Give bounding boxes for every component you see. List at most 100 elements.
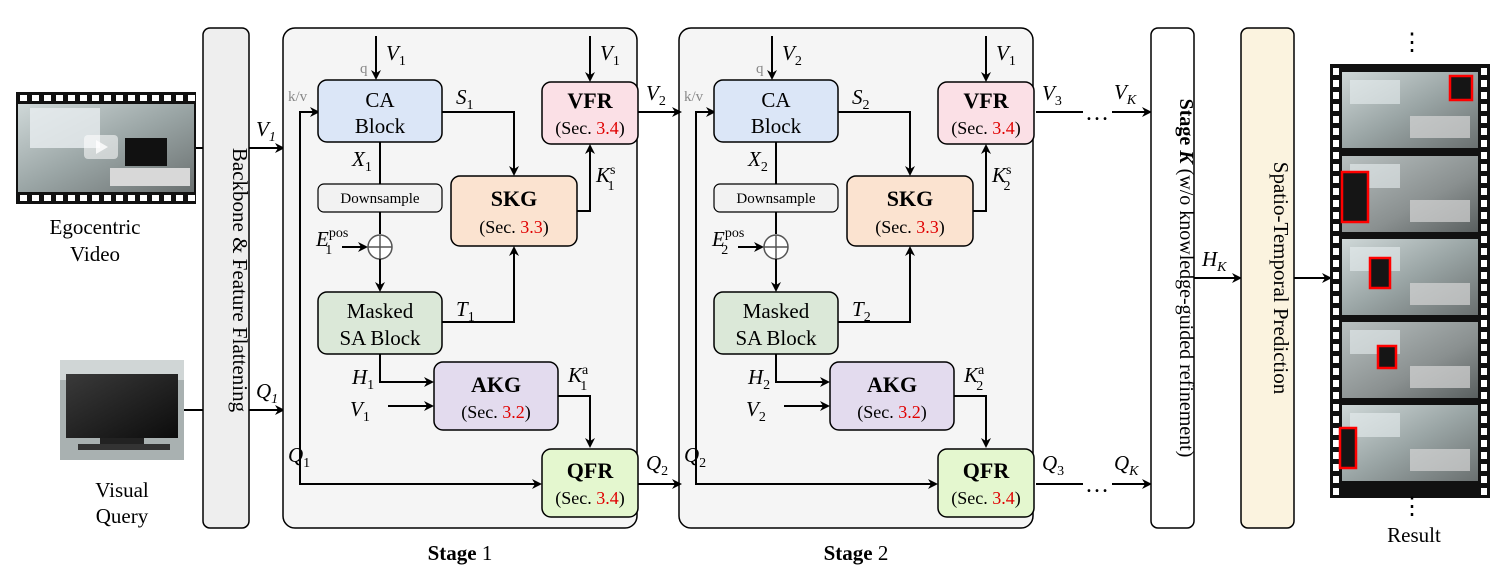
qfr-ref: (Sec. 3.4) — [555, 488, 624, 509]
film-hole — [1333, 224, 1339, 231]
film-hole — [32, 95, 39, 101]
film-hole — [1333, 212, 1339, 219]
detection-box — [1368, 256, 1392, 290]
film-hole — [80, 95, 87, 101]
film-hole — [1333, 140, 1339, 147]
film-hole — [1481, 296, 1487, 303]
t-label: T2 — [852, 297, 871, 325]
visual-query-image — [60, 360, 184, 460]
film-hole — [1333, 308, 1339, 315]
film-hole — [1333, 116, 1339, 123]
film-hole — [1481, 140, 1487, 147]
film-hole — [1333, 152, 1339, 159]
vfr-block — [937, 81, 1035, 145]
film-hole — [1481, 272, 1487, 279]
film-hole — [128, 95, 135, 101]
backbone-label: Backbone & Feature Flattening — [228, 148, 252, 413]
video-label-line2: Video — [70, 242, 120, 266]
film-hole — [1481, 320, 1487, 327]
film-hole — [1481, 344, 1487, 351]
film-hole — [1333, 488, 1339, 495]
film-hole — [1481, 236, 1487, 243]
film-hole — [176, 95, 183, 101]
sa-line2: SA Block — [735, 326, 817, 350]
detection-box — [1338, 426, 1358, 470]
sa-line1: Masked — [347, 299, 414, 323]
bridge-vk-label: VK — [1114, 80, 1137, 108]
detection-box — [1448, 74, 1474, 102]
film-hole — [1481, 308, 1487, 315]
film-hole — [1333, 68, 1339, 75]
qfr-ref: (Sec. 3.4) — [951, 488, 1020, 509]
skg-ref: (Sec. 3.3) — [479, 217, 548, 238]
film-hole — [1481, 152, 1487, 159]
ca-line2: Block — [355, 114, 406, 138]
backbone-block — [202, 27, 250, 529]
film-hole — [1333, 428, 1339, 435]
stage-k-label: Stage K (w/o knowledge-guided refinement… — [1175, 99, 1197, 458]
film-hole — [1481, 368, 1487, 375]
film-hole — [1333, 260, 1339, 267]
film-hole — [1333, 320, 1339, 327]
skg-title: SKG — [491, 186, 537, 211]
ellipsis-q: … — [1085, 472, 1109, 498]
film-hole — [1481, 440, 1487, 447]
stage-title: Stage 2 — [824, 541, 889, 565]
result-label: Result — [1387, 523, 1441, 547]
v-vfr-top: V1 — [600, 41, 620, 69]
filmstrip-holes-top — [20, 95, 195, 201]
film-hole — [1481, 200, 1487, 207]
film-hole — [1481, 104, 1487, 111]
film-hole — [1481, 212, 1487, 219]
v-akg-label: V1 — [350, 397, 370, 425]
film-hole — [1481, 188, 1487, 195]
film-hole — [1333, 416, 1339, 423]
film-hole — [1481, 176, 1487, 183]
q-in-label: Q1 — [288, 443, 310, 471]
svg-text:V1: V1 — [256, 117, 276, 145]
t-label: T1 — [456, 297, 475, 325]
vfr-ref: (Sec. 3.4) — [951, 118, 1020, 139]
result-vdots-bottom: ⋮ — [1400, 494, 1424, 520]
stage2-v-out: V3 — [1042, 81, 1062, 109]
film-hole — [140, 195, 147, 201]
h-label: H2 — [747, 365, 770, 393]
film-hole — [104, 195, 111, 201]
film-hole — [68, 95, 75, 101]
film-hole — [1333, 176, 1339, 183]
q-label: q — [756, 61, 764, 77]
stage1-v-out: V2 — [646, 81, 666, 109]
svg-text:HK: HK — [1201, 247, 1227, 275]
s-label: S2 — [852, 85, 870, 113]
film-hole — [1481, 128, 1487, 135]
film-hole — [140, 95, 147, 101]
film-hole — [1481, 380, 1487, 387]
film-hole — [1333, 188, 1339, 195]
vfr-title: VFR — [567, 88, 613, 113]
film-hole — [1333, 164, 1339, 171]
film-hole — [1481, 332, 1487, 339]
film-hole — [1333, 200, 1339, 207]
film-hole — [1481, 116, 1487, 123]
film-hole — [1481, 488, 1487, 495]
hk-label: HK — [1201, 247, 1227, 275]
result-filmstrip — [1330, 64, 1490, 498]
film-hole — [1333, 128, 1339, 135]
svg-text:Q1: Q1 — [256, 379, 278, 407]
film-hole — [116, 95, 123, 101]
spatio-temporal-label: Spatio-Temporal Prediction — [1269, 162, 1293, 395]
film-hole — [92, 195, 99, 201]
film-hole — [1481, 404, 1487, 411]
film-hole — [1333, 296, 1339, 303]
film-hole — [1333, 452, 1339, 459]
film-hole — [128, 195, 135, 201]
film-hole — [1333, 404, 1339, 411]
q-label: q — [360, 61, 368, 77]
film-hole — [1481, 260, 1487, 267]
film-hole — [1481, 416, 1487, 423]
film-hole — [1481, 356, 1487, 363]
